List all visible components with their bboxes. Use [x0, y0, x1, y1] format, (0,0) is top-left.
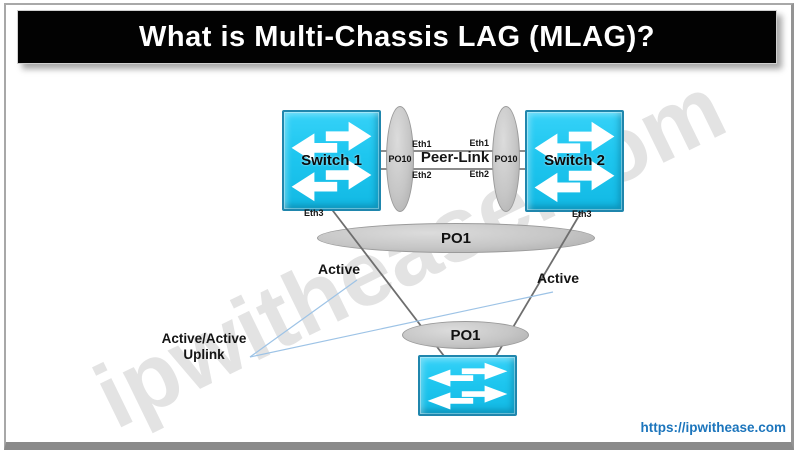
port-channel-po10-left-ellipse: PO10 — [386, 106, 414, 212]
eth2-right-label: Eth2 — [469, 169, 489, 179]
port-channel-po1-lower-ellipse: PO1 — [402, 321, 529, 349]
uplink-callout-line2: Uplink — [183, 346, 225, 362]
port-channel-po10-right-ellipse: PO10 — [492, 106, 520, 212]
eth3-right-label: Eth3 — [572, 209, 592, 219]
switch-2-label: Switch 2 — [544, 151, 605, 169]
uplink-callout-line1: Active/Active — [161, 331, 247, 346]
active-left-label: Active — [318, 261, 361, 277]
switch-arrows-icon — [291, 121, 372, 202]
switch-arrows-icon — [534, 121, 615, 203]
eth1-right-label: Eth1 — [469, 138, 489, 148]
peer-link-label: Peer-Link — [420, 149, 490, 166]
po1-lower-label: PO1 — [450, 326, 481, 344]
switch-1-label: Switch 1 — [301, 151, 362, 169]
port-channel-po1-upper-ellipse: PO1 — [317, 223, 595, 253]
switch-1: Switch 1 — [282, 110, 381, 211]
access-switch — [418, 355, 517, 416]
po10-right-label: PO10 — [494, 154, 518, 164]
eth1-left-label: Eth1 — [412, 139, 432, 149]
active-right-label: Active — [537, 270, 580, 286]
site-url-link[interactable]: https://ipwithease.com — [640, 420, 786, 435]
active-active-uplink-callout: Active/Active Uplink — [148, 331, 260, 362]
po1-upper-label: PO1 — [440, 229, 471, 247]
page-title: What is Multi-Chassis LAG (MLAG)? — [139, 20, 655, 53]
po10-left-label: PO10 — [388, 154, 412, 164]
switch-arrows-icon — [427, 362, 508, 410]
eth3-left-label: Eth3 — [304, 208, 324, 218]
title-bar: What is Multi-Chassis LAG (MLAG)? — [17, 10, 777, 64]
callout-pointer-line-right — [249, 291, 554, 358]
callout-pointer-line-left — [249, 279, 358, 358]
eth2-left-label: Eth2 — [412, 170, 432, 180]
switch-2: Switch 2 — [525, 110, 624, 212]
